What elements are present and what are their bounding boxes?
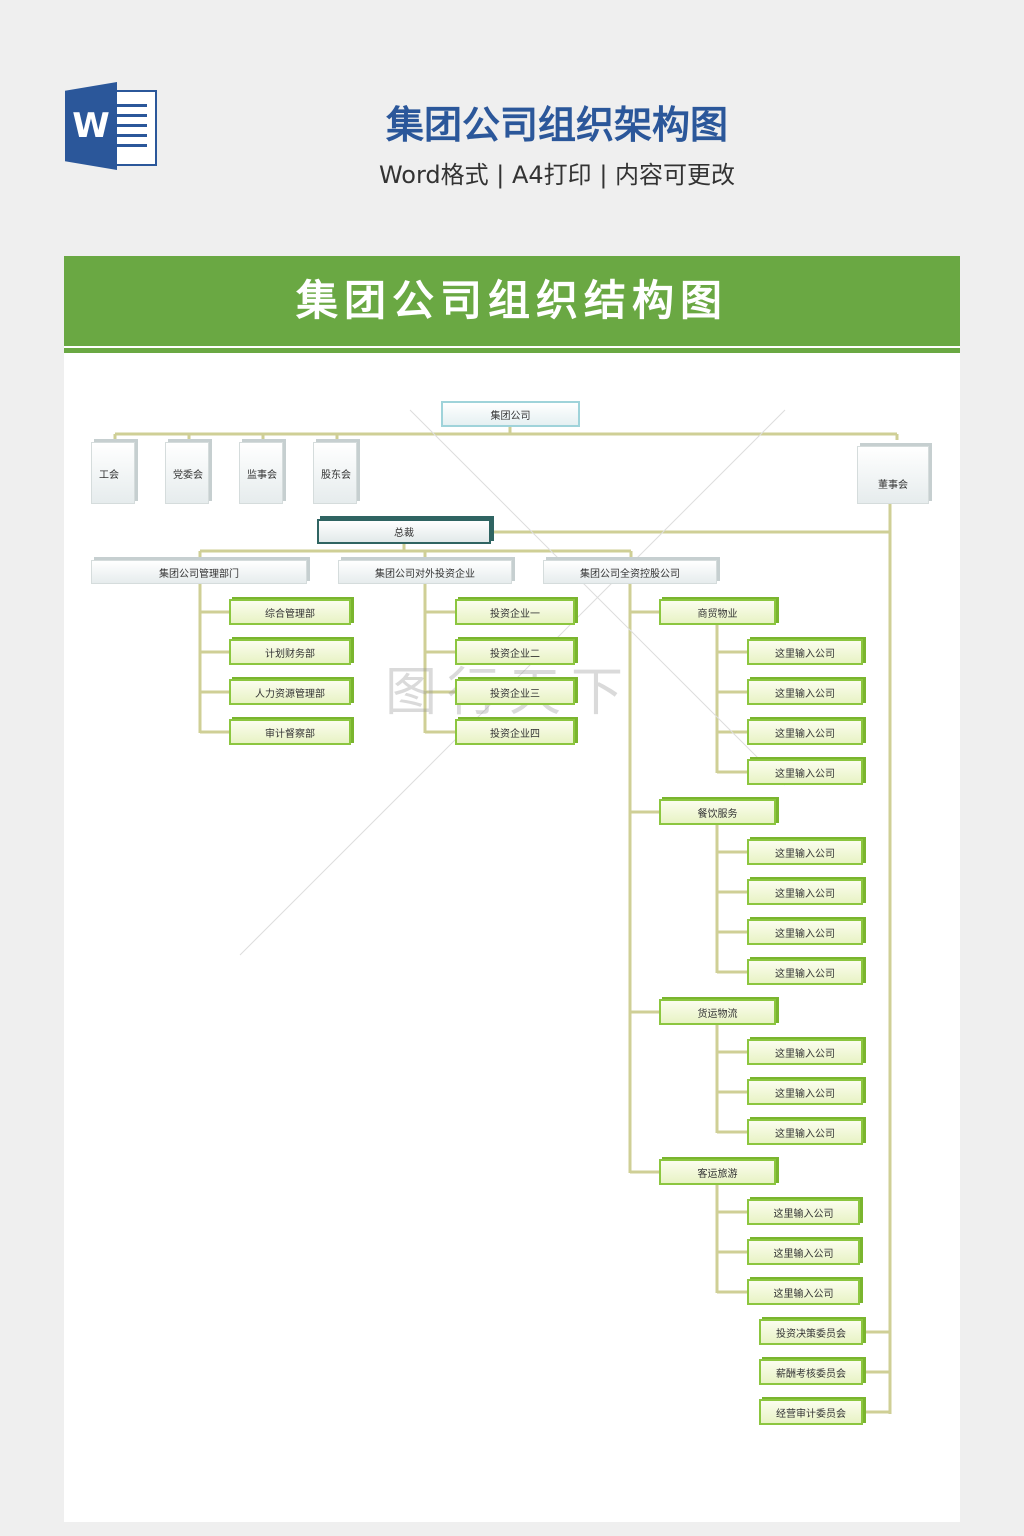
company-box: 这里输入公司 xyxy=(747,959,863,985)
org-root: 集团公司 xyxy=(441,401,580,427)
dept-box: 审计督察部 xyxy=(229,719,351,745)
president-box: 总裁 xyxy=(317,519,491,544)
council-box: 工会 xyxy=(91,442,135,504)
division-box: 集团公司全资控股公司 xyxy=(543,560,717,584)
banner-title: 集团公司组织结构图 xyxy=(64,256,960,346)
council-box: 股东会 xyxy=(313,442,357,504)
dept-box: 人力资源管理部 xyxy=(229,679,351,705)
banner-divider xyxy=(64,348,960,353)
board-box: 董事会 xyxy=(857,446,929,504)
company-box: 这里输入公司 xyxy=(747,639,863,665)
committee-box: 薪酬考核委员会 xyxy=(759,1359,863,1385)
company-box: 这里输入公司 xyxy=(747,919,863,945)
company-box: 这里输入公司 xyxy=(747,679,863,705)
company-box: 这里输入公司 xyxy=(747,879,863,905)
council-box: 监事会 xyxy=(239,442,283,504)
company-box: 这里输入公司 xyxy=(747,1279,860,1305)
company-box: 这里输入公司 xyxy=(747,1119,863,1145)
investment-box: 投资企业三 xyxy=(455,679,575,705)
investment-box: 投资企业一 xyxy=(455,599,575,625)
sector-box: 商贸物业 xyxy=(659,599,776,625)
sector-box: 客运旅游 xyxy=(659,1159,776,1185)
sector-box: 餐饮服务 xyxy=(659,799,776,825)
word-icon: W xyxy=(65,82,157,170)
company-box: 这里输入公司 xyxy=(747,1039,863,1065)
investment-box: 投资企业四 xyxy=(455,719,575,745)
dept-box: 计划财务部 xyxy=(229,639,351,665)
investment-box: 投资企业二 xyxy=(455,639,575,665)
division-box: 集团公司对外投资企业 xyxy=(338,560,512,584)
dept-box: 综合管理部 xyxy=(229,599,351,625)
company-box: 这里输入公司 xyxy=(747,1239,860,1265)
company-box: 这里输入公司 xyxy=(747,839,863,865)
committee-box: 投资决策委员会 xyxy=(759,1319,863,1345)
page-subtitle: Word格式 | A4打印 | 内容可更改 xyxy=(378,161,736,189)
sector-box: 货运物流 xyxy=(659,999,776,1025)
division-box: 集团公司管理部门 xyxy=(91,560,307,584)
company-box: 这里输入公司 xyxy=(747,1199,860,1225)
company-box: 这里输入公司 xyxy=(747,759,863,785)
council-box: 党委会 xyxy=(165,442,209,504)
company-box: 这里输入公司 xyxy=(747,719,863,745)
company-box: 这里输入公司 xyxy=(747,1079,863,1105)
page-title: 集团公司组织架构图 xyxy=(385,103,728,147)
committee-box: 经营审计委员会 xyxy=(759,1399,863,1425)
